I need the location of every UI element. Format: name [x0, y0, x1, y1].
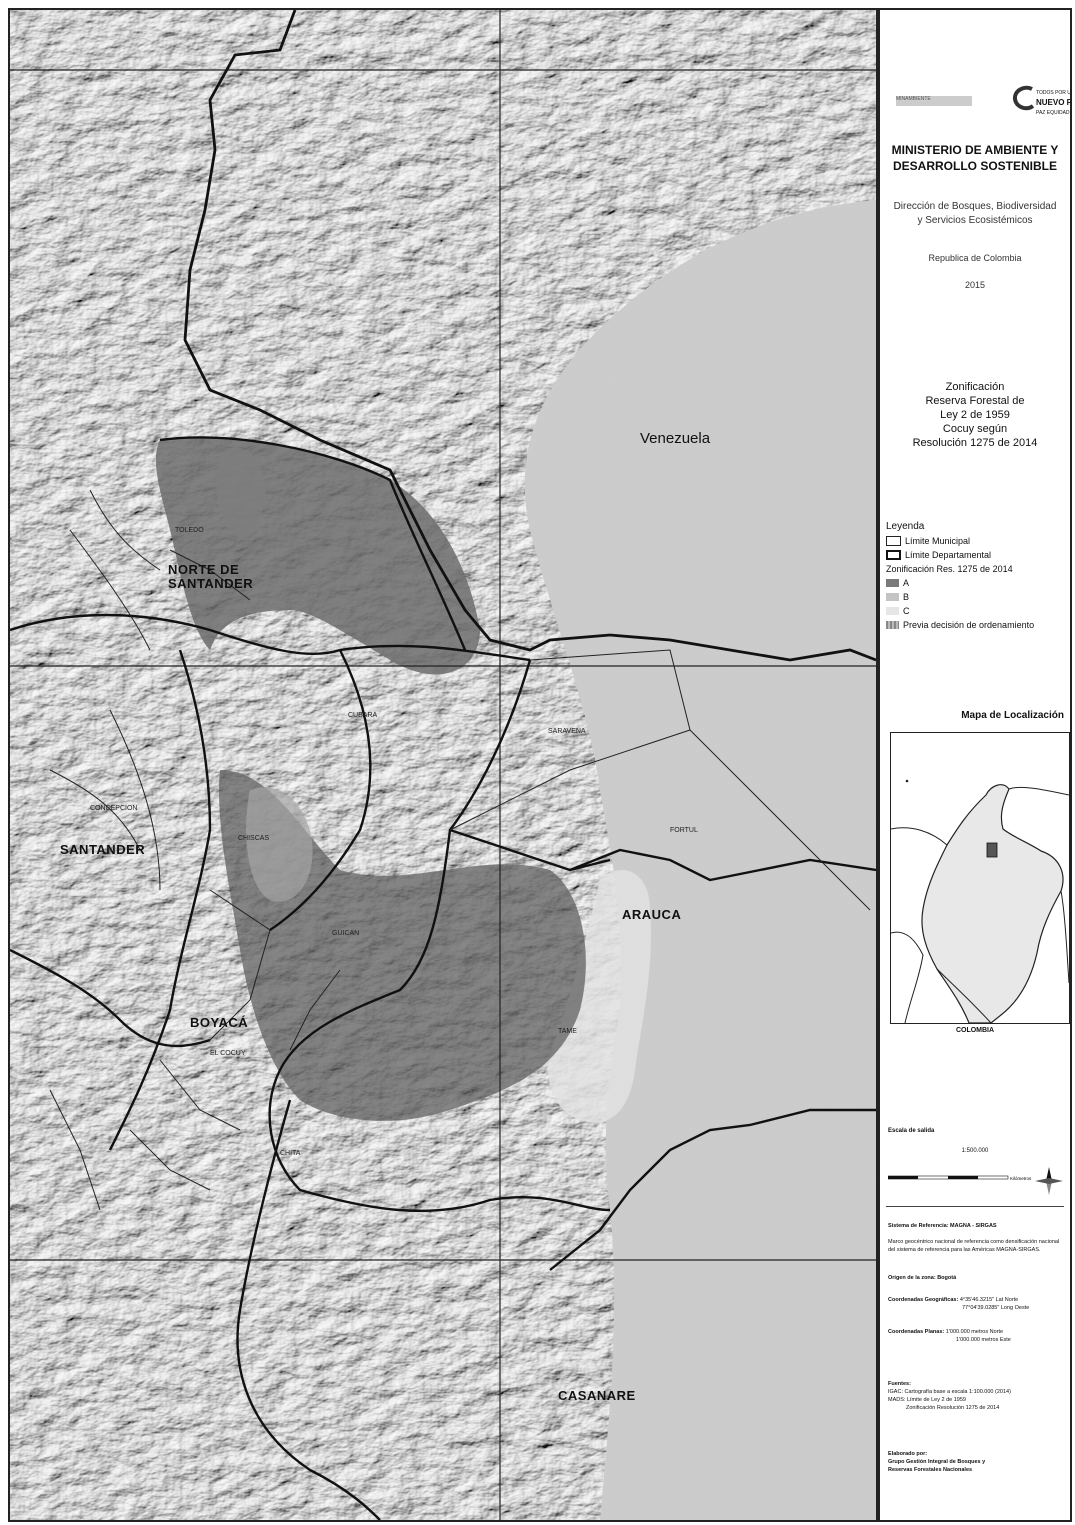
international-border — [183, 10, 876, 662]
departmental-swatch — [886, 550, 901, 560]
legend-zone-b: B — [886, 590, 1070, 604]
panama-outline — [891, 827, 948, 846]
location-map-canvas — [891, 779, 1069, 1023]
map-canvas[interactable] — [10, 10, 876, 1520]
zone-b-area — [246, 787, 313, 902]
peru-outline — [936, 968, 992, 1023]
graticule — [10, 10, 876, 1520]
arauca-river — [549, 1108, 876, 1271]
location-country-label: COLOMBIA — [955, 1027, 995, 1034]
label-santander: SANTANDER — [60, 842, 146, 857]
country-name: Republica de Colombia — [928, 253, 1022, 263]
legend-heading: Leyenda — [886, 521, 925, 532]
label-chita: CHITA — [280, 1150, 301, 1157]
zone-a-area — [155, 437, 481, 675]
legend-zone-c: C — [886, 604, 1070, 618]
logos: MINAMBIENTE TODOS POR UN NUEVO PAÍS PAZ … — [886, 82, 1070, 122]
zone-c-area — [548, 870, 652, 1123]
nuevo-pais-logo-text: TODOS POR UN NUEVO PAÍS PAZ EQUIDAD EDUC… — [1036, 90, 1072, 116]
north-arrow-icon — [1035, 1167, 1063, 1195]
label-fortul: FORTUL — [670, 827, 698, 834]
ministry-name: MINISTERIO DE AMBIENTE Y DESARROLLO SOST… — [891, 143, 1059, 173]
island-dot — [905, 779, 909, 783]
label-boyaca: BOYACÁ — [190, 1015, 249, 1030]
sources: Fuentes: IGAC: Cartografía base a escala… — [888, 1381, 1011, 1411]
study-area-marker — [986, 842, 998, 858]
todos-por-un-nuevo-pais-logo — [1012, 85, 1035, 111]
origin: Origen de la zona: Bogotá — [888, 1275, 957, 1281]
legend-previa: Previa decisión de ordenamiento — [886, 618, 1070, 632]
ministry-logo: MINAMBIENTE — [896, 96, 972, 106]
location-map-title: Mapa de Localización — [961, 710, 1064, 721]
map-frame[interactable]: Venezuela NORTE DE SANTANDER SANTANDER B… — [8, 8, 878, 1522]
geo-coords: Coordenadas Geográficas: 4°35'46.3215" L… — [888, 1297, 1030, 1311]
scale-title: Escala de salida — [888, 1128, 935, 1134]
venezuela-outline — [1008, 786, 1069, 796]
legend: Leyenda Límite Municipal Límite Departam… — [886, 520, 1070, 632]
ecuador-outline — [891, 931, 924, 1023]
label-cubara: CUBARA — [348, 712, 378, 719]
direction-name: Dirección de Bosques, Biodiversidad y Se… — [893, 201, 1057, 226]
label-guican: GUICAN — [332, 930, 360, 937]
map-title: Zonificación Reserva Forestal de Ley 2 d… — [912, 381, 1038, 449]
river-north — [569, 848, 876, 882]
legend-departmental: Límite Departamental — [886, 548, 1070, 562]
legend-zonificacion: Zonificación Res. 1275 de 2014 — [886, 564, 1013, 574]
svg-text:Kilómetros: Kilómetros — [1010, 1176, 1032, 1181]
plane-coords: Coordenadas Planas: 1'000.000 metros Nor… — [888, 1329, 1011, 1343]
divider — [886, 1206, 1064, 1207]
municipal-boundaries — [49, 489, 871, 1211]
label-cocuy: EL COCUY — [210, 1050, 246, 1057]
brazil-outline — [1060, 890, 1069, 984]
reference-system: Sistema de Referencia: MAGNA - SIRGAS — [888, 1223, 997, 1229]
author: Elaborado por: Grupo Gestión Integral de… — [888, 1451, 986, 1473]
scale-value: 1:500.000 — [961, 1148, 989, 1154]
legend-municipal: Límite Municipal — [886, 534, 1070, 548]
terrain-grain — [10, 10, 876, 1520]
map-year: 2015 — [964, 280, 986, 290]
municipal-swatch — [886, 536, 901, 546]
label-tame: TAME — [558, 1028, 577, 1035]
reference-note: Marco geocéntrico nacional de referencia… — [888, 1239, 1060, 1253]
legend-zone-a: A — [886, 576, 1070, 590]
location-map[interactable] — [890, 732, 1070, 1024]
zone-c-swatch — [886, 607, 899, 615]
label-chiscas: CHISCAS — [238, 835, 270, 842]
label-arauca: ARAUCA — [622, 907, 682, 922]
zone-b-swatch — [886, 593, 899, 601]
label-norte-de-santander: NORTE DE SANTANDER — [168, 562, 254, 591]
label-casanare: CASANARE — [558, 1388, 636, 1403]
label-toledo: TOLEDO — [175, 527, 204, 534]
scale-bar: Kilómetros — [888, 1175, 1032, 1181]
label-venezuela: Venezuela — [640, 430, 711, 447]
map-info-panel: MINAMBIENTE TODOS POR UN NUEVO PAÍS PAZ … — [878, 8, 1072, 1522]
label-saravena: SARAVENA — [548, 728, 586, 735]
label-concepcion: CONCEPCION — [90, 805, 138, 812]
previa-swatch — [886, 621, 899, 629]
colombia-shape — [921, 784, 1064, 1023]
zone-a-swatch — [886, 579, 899, 587]
